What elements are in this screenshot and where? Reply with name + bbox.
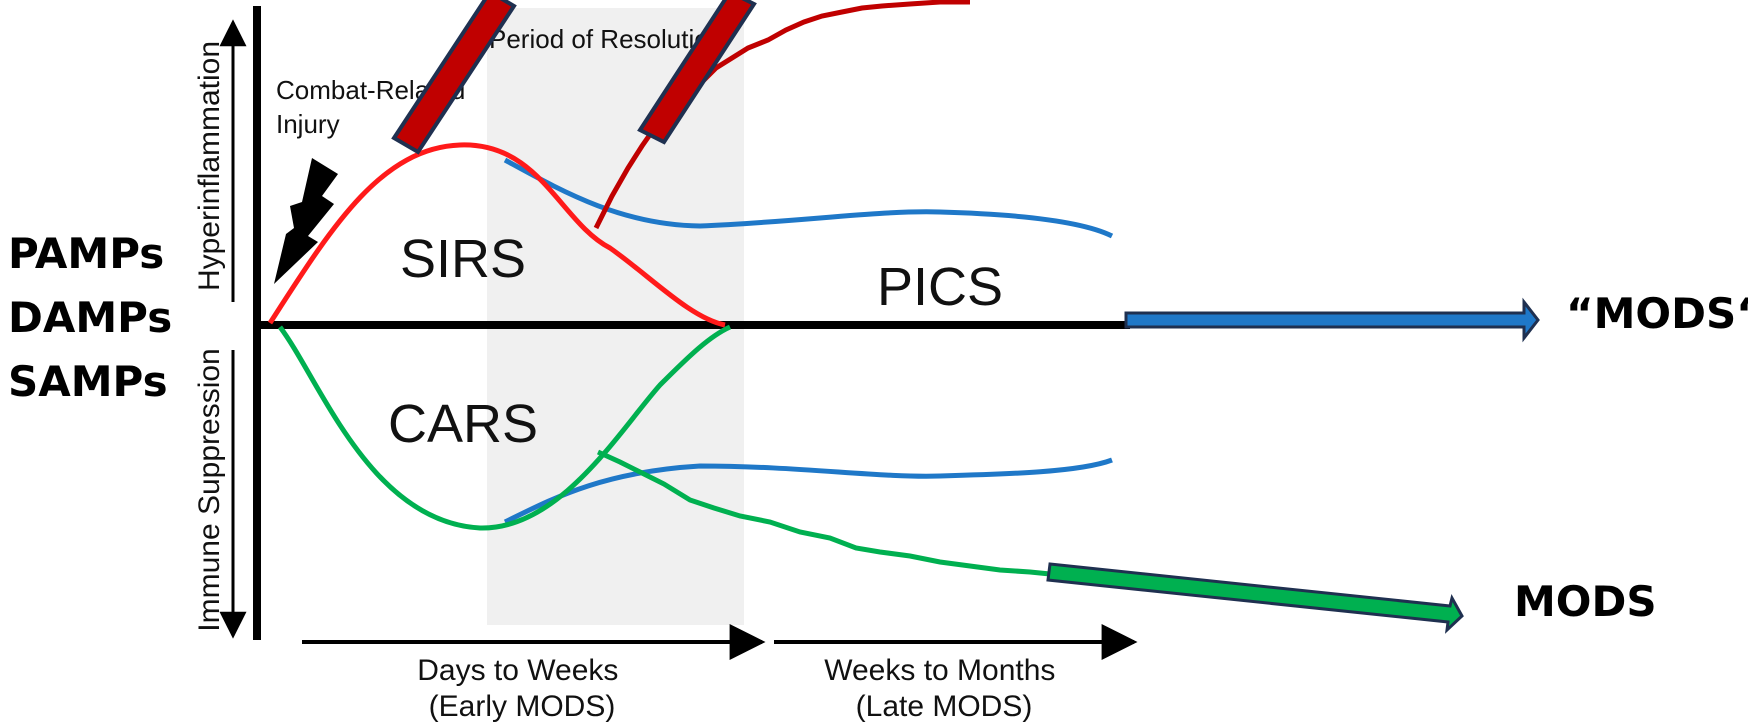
mods-lower-arrow	[1046, 562, 1464, 634]
cars-label: CARS	[388, 394, 538, 454]
lightning-bolt-icon	[274, 158, 338, 284]
sirs-label: SIRS	[400, 229, 526, 289]
early-death-curve	[593, 0, 970, 230]
early-time-label: Days to Weeks (Early MODS)	[417, 654, 627, 723]
pics-upper-curve	[503, 157, 1114, 239]
early-death-bar-left	[391, 0, 517, 155]
trigger-pamps: PAMPs	[8, 229, 164, 278]
cars-curve	[278, 324, 732, 531]
chronic-decline-curve	[596, 449, 1051, 577]
mods-upper-arrow	[1124, 297, 1540, 343]
pics-label: PICS	[877, 257, 1003, 317]
early-death-bar-right	[637, 0, 757, 145]
hyperinflammation-label: Hyperinflammation	[193, 41, 226, 291]
trigger-samps: SAMPs	[8, 357, 168, 406]
pics-lower-curve	[503, 457, 1113, 525]
trigger-damps: DAMPs	[8, 293, 172, 342]
mods-lower-label: MODS	[1514, 577, 1657, 626]
late-time-label: Weeks to Months (Late MODS)	[824, 654, 1064, 723]
mods-upper-label: “MODS“	[1566, 289, 1748, 338]
sirs-curve	[267, 142, 726, 328]
immune-suppression-label: Immune Suppression	[193, 348, 226, 631]
period-of-resolution-label: Period of Resolution	[489, 24, 723, 54]
